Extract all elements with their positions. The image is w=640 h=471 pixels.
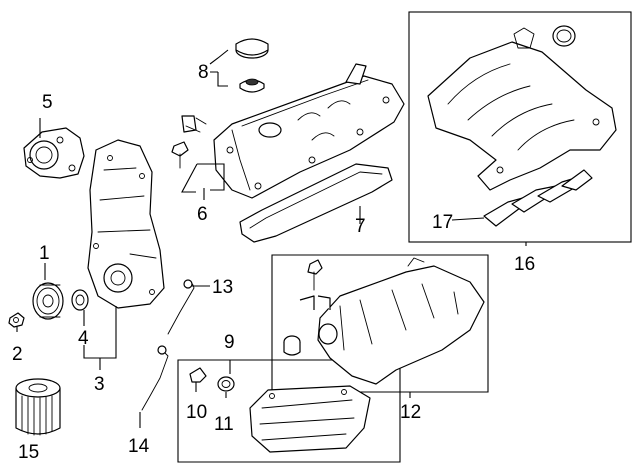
callout-10: 10 [186,402,207,423]
callout-11: 11 [214,414,234,435]
valve-cover [213,63,405,199]
front-seal [71,289,89,311]
callout-7: 7 [355,216,366,237]
intake-manifold-group-box [408,11,632,243]
intake-manifold [427,25,617,191]
leader-lines [16,49,527,428]
oil-filler-cap [235,38,269,93]
drain-plug [189,367,207,383]
water-pump [23,127,85,179]
valve-cover-gasket [239,163,393,243]
callout-9: 9 [224,332,235,353]
lower-oil-pan-group-box [177,359,401,463]
oil-filter [15,378,61,436]
intake-gaskets [483,169,593,227]
oil-pan-bolt [307,259,323,291]
oil-pan-plug [283,335,301,356]
dipstick-tube [141,345,169,411]
callout-15: 15 [18,442,39,463]
callout-2: 2 [12,344,23,365]
callout-13: 13 [212,277,233,298]
lower-oil-pan [249,385,371,453]
oil-pan-bracket [299,295,331,310]
callout-3: 3 [94,374,105,395]
callout-16: 16 [514,254,535,275]
crankshaft-pulley [32,282,64,320]
callout-14: 14 [128,436,150,457]
oil-pan-group-box [271,254,489,393]
callout-8: 8 [198,62,209,83]
timing-cover [87,139,165,309]
callout-5: 5 [42,92,53,113]
callout-17: 17 [432,212,453,233]
callout-1: 1 [39,243,50,264]
callout-12: 12 [400,402,421,423]
valve-cover-bolts [171,115,207,169]
callout-4: 4 [78,328,89,349]
pulley-bolt [8,312,25,328]
oil-pan [317,257,485,385]
oil-dipstick [167,279,195,335]
callout-6: 6 [197,204,208,225]
drain-plug-washer [217,376,235,392]
